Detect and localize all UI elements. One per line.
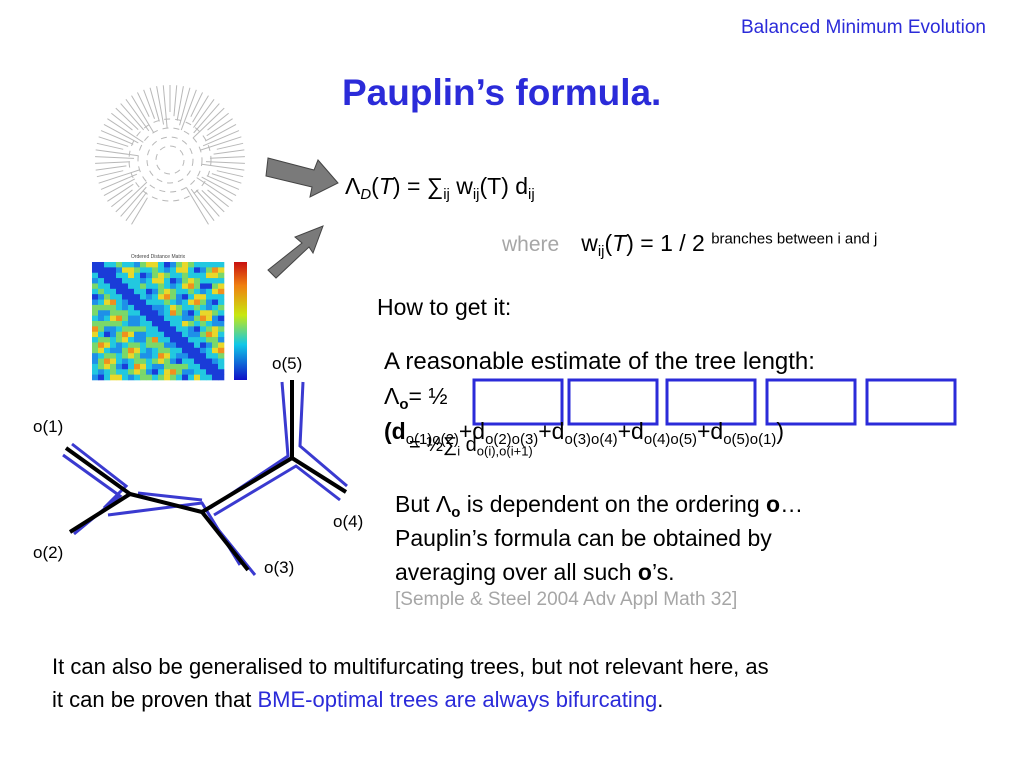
close-paren: ) bbox=[776, 418, 785, 444]
unrooted-tree-diagram bbox=[62, 380, 348, 576]
paren-t: (T bbox=[479, 173, 502, 199]
ordering-dependence-text: But Λo is dependent on the ordering o… P… bbox=[395, 487, 803, 589]
leaf-label-o1: o(1) bbox=[33, 417, 64, 436]
w-symbol: w bbox=[449, 173, 473, 199]
bottom-note: It can also be generalised to multifurca… bbox=[52, 650, 769, 716]
leaf-label-o5: o(5) bbox=[272, 354, 303, 373]
sub-ij-3: ij bbox=[528, 186, 535, 204]
l2a: it can be proven that bbox=[52, 687, 258, 712]
plus-1: +d bbox=[458, 418, 486, 444]
slide-header: Balanced Minimum Evolution bbox=[740, 17, 986, 38]
lambda-symbol: Λ bbox=[345, 173, 361, 199]
arrow-up-right-icon bbox=[267, 225, 324, 279]
bottom-line-1: It can also be generalised to multifurca… bbox=[52, 654, 769, 679]
l1b: is dependent on the ordering bbox=[460, 491, 767, 517]
term-5: o(5)o(1) bbox=[723, 431, 777, 449]
plus-3: +d bbox=[617, 418, 644, 444]
leaf-label-o2: o(2) bbox=[33, 543, 64, 562]
distance-sum: (do(1)o(2)+do(2)o(3)+do(3)o(4)+do(4)o(5)… bbox=[384, 418, 785, 449]
sub-ij: ij bbox=[597, 243, 605, 261]
open-paren: (d bbox=[384, 418, 406, 444]
l3a: averaging over all such bbox=[395, 559, 638, 585]
ordering-box-5 bbox=[865, 378, 957, 426]
where-label: where bbox=[502, 233, 560, 256]
ordering-box-2 bbox=[567, 378, 659, 426]
sum-d: d bbox=[460, 434, 477, 456]
sub-ij: ij bbox=[443, 186, 450, 204]
lambda-symbol: Λ bbox=[384, 383, 400, 409]
leaf-label-o4: o(4) bbox=[333, 512, 364, 531]
sum-index: i bbox=[457, 443, 461, 459]
plus-4: +d bbox=[696, 418, 724, 444]
bifurcating-link[interactable]: BME-optimal trees are always bifurcating bbox=[257, 687, 658, 712]
slide-title: Pauplin’s formula. bbox=[342, 72, 662, 113]
eq-sum: ) = ∑ bbox=[392, 173, 444, 199]
term-3: o(3)o(4) bbox=[564, 431, 618, 449]
estimate-heading: A reasonable estimate of the tree length… bbox=[384, 348, 815, 375]
citation: [Semple & Steel 2004 Adv Appl Math 32] bbox=[395, 589, 738, 610]
l1a: But Λ bbox=[395, 491, 452, 517]
l1c: … bbox=[780, 491, 804, 517]
half-sum: = ½∑ bbox=[409, 434, 458, 456]
sub-o: o bbox=[399, 396, 409, 414]
bottom-line-2: it can be proven that BME-optimal trees … bbox=[52, 683, 769, 716]
compact-sum: = ½∑i do(i),o(i+1) bbox=[409, 434, 533, 459]
tree-t: T bbox=[378, 173, 393, 199]
ordering-box-4 bbox=[765, 378, 857, 426]
w-symbol: w bbox=[581, 230, 598, 256]
plus-2: +d bbox=[538, 418, 565, 444]
dependence-line-2: Pauplin’s formula can be obtained by bbox=[395, 525, 772, 551]
sub-ij-2: ij bbox=[472, 186, 480, 204]
l1bold: o bbox=[766, 491, 781, 517]
ordering-boxes bbox=[472, 378, 957, 426]
formula-tail: ) d bbox=[501, 173, 529, 199]
weight-exponent: branches between i and j bbox=[711, 230, 878, 248]
l3b: ’s. bbox=[651, 559, 675, 585]
sum-subscript: o(i),o(i+1) bbox=[476, 443, 533, 459]
dependence-line-1: But Λo is dependent on the ordering o… bbox=[395, 487, 803, 521]
sub-d: D bbox=[360, 186, 372, 204]
term-1: o(1)o(2) bbox=[405, 431, 459, 449]
leaf-label-o3: o(3) bbox=[264, 558, 295, 577]
weight-eq: ) = 1 / 2 bbox=[626, 230, 705, 256]
eq-half: = ½ bbox=[408, 383, 448, 409]
ordering-box-3 bbox=[665, 378, 757, 426]
lambda-o-definition: Λo= ½ bbox=[384, 383, 448, 414]
heatmap-title: Ordered Distance Matrix bbox=[131, 254, 186, 260]
circular-phylogeny-icon bbox=[95, 85, 245, 225]
l2b: . bbox=[657, 687, 664, 712]
arrow-right-icon bbox=[265, 157, 339, 198]
ordering-box-1 bbox=[472, 378, 564, 426]
l3bold: o bbox=[637, 559, 652, 585]
term-4: o(4)o(5) bbox=[643, 431, 697, 449]
how-to-heading: How to get it: bbox=[377, 294, 512, 320]
heatmap-colorbar bbox=[234, 262, 247, 380]
dependence-line-3: averaging over all such o’s. bbox=[395, 555, 803, 589]
term-2: o(2)o(3) bbox=[485, 431, 539, 449]
formula-total-length: ΛD(T) = ∑ij wij(T) dij bbox=[345, 173, 535, 204]
distance-heatmap-image: Ordered Distance Matrix bbox=[92, 254, 247, 381]
l1sub: o bbox=[451, 504, 461, 522]
tree-t: T bbox=[612, 230, 627, 256]
